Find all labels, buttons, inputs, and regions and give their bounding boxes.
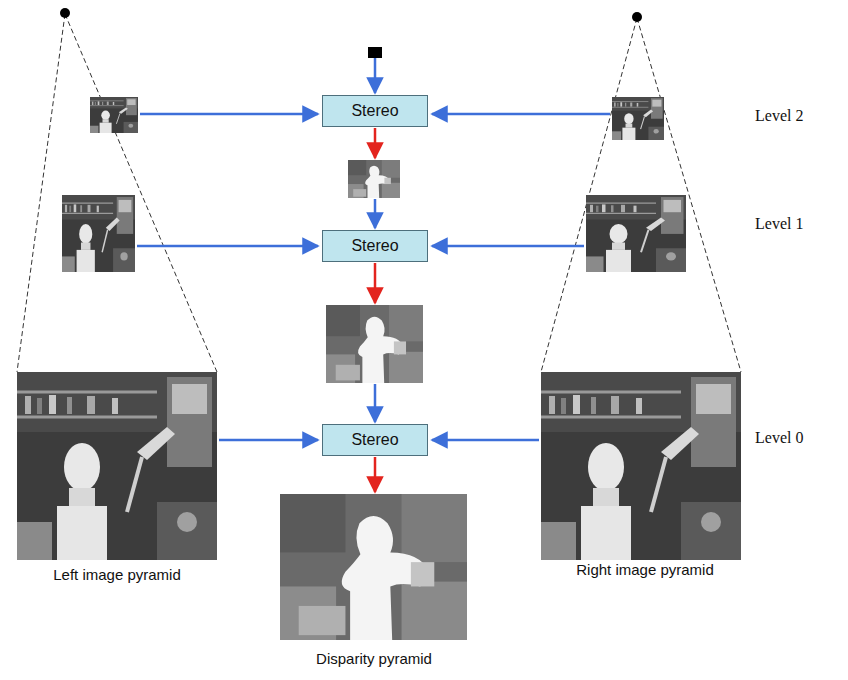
node-label: Stereo [351,236,398,255]
initial-disparity [368,47,382,58]
node-label: Stereo [351,101,398,120]
disparity-maps [280,160,467,640]
level-label: Level 2 [755,106,803,125]
process-box: Stereo [322,424,428,456]
left-image-pyramid [17,97,217,560]
camera-center [60,8,70,18]
process-box: Stereo [322,95,428,127]
node-label: Stereo [351,430,398,449]
right-image-pyramid [541,97,741,560]
caption-label: Disparity pyramid [316,650,432,668]
caption-label: Left image pyramid [53,566,181,584]
level-label: Level 1 [755,214,803,233]
camera-center [632,12,642,22]
level-label: Level 0 [755,428,803,447]
caption-label: Right image pyramid [576,561,714,579]
flow-arrows [137,58,610,492]
process-box: Stereo [322,230,428,262]
